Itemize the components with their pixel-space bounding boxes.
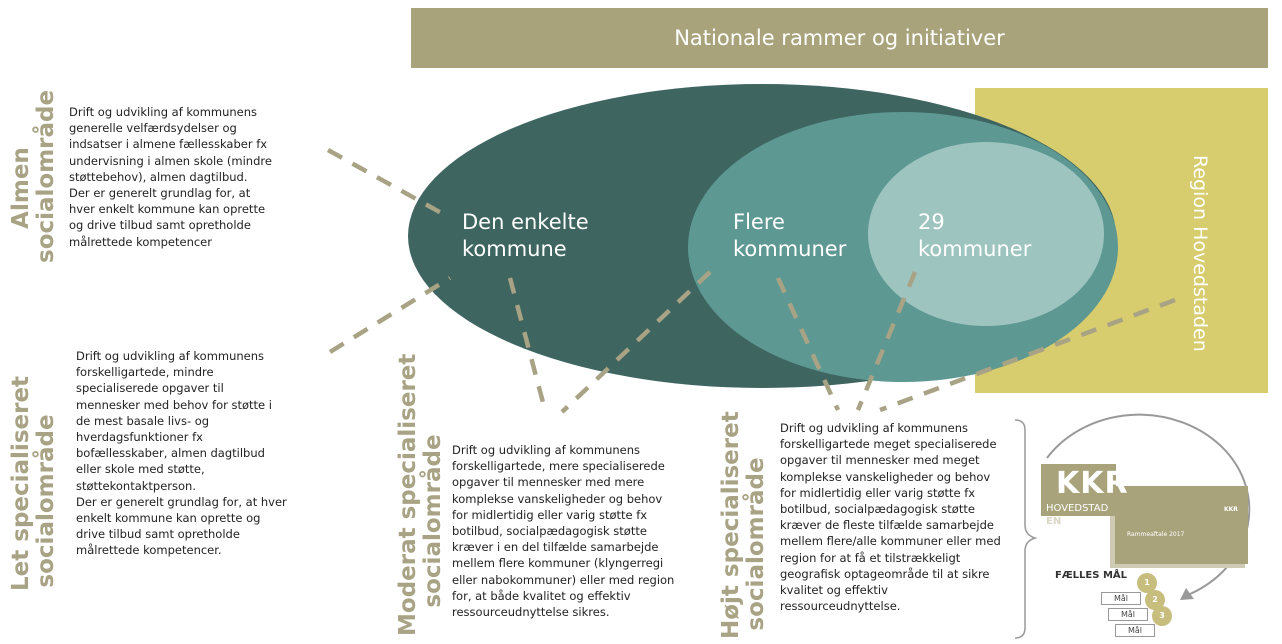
desc-moderat-line: for midlertidig eller varig støtte fx: [452, 507, 648, 522]
label-middle-line-2: kommuner: [733, 237, 847, 261]
bracket: [1014, 419, 1038, 639]
connector-let: [328, 276, 452, 354]
desc-hoejt: Drift og udvikling af kommunens forskell…: [780, 420, 1001, 614]
connector-moderat-right: [560, 270, 712, 414]
label-let: Let specialiseret socialområde: [8, 375, 59, 591]
kkr-logo-suffix: EN: [1046, 516, 1062, 527]
desc-let-line: Der er generelt grundlag for, at hver: [76, 494, 287, 509]
label-middle-line-1: Flere: [733, 210, 785, 234]
desc-hoejt-line: for midlertidig eller varig støtte fx: [780, 485, 976, 500]
label-almen-line-2: socialområde: [33, 89, 59, 263]
label-moderat-line-2: socialområde: [420, 434, 446, 608]
banner-title: Nationale rammer og initiativer: [674, 26, 1005, 50]
connector-moderat-left: [507, 277, 548, 411]
desc-hoejt-line: forskelligartede meget specialiserede: [780, 437, 997, 452]
maal-number-badge: 3: [1152, 606, 1172, 626]
label-den-enkelte-kommune: Den enkelte kommune: [462, 209, 589, 263]
kkr-logo-subtitle: HOVEDSTAD: [1046, 503, 1109, 514]
label-flere-kommuner: Flere kommuner: [733, 209, 846, 263]
desc-moderat-line: eller nabokommuner) eller med region: [452, 572, 675, 587]
desc-let-line: drive tilbud samt opretholde: [76, 527, 240, 542]
label-moderat: Moderat specialiseret socialområde: [395, 353, 446, 636]
desc-hoejt-line: opgaver til mennesker med meget: [780, 453, 980, 468]
label-hoejt: Højt specialiseret socialområde: [718, 411, 769, 639]
kkr-logo-box: [1041, 464, 1116, 516]
maal-number-badge: 2: [1145, 590, 1165, 610]
connector-almen: [326, 148, 447, 217]
desc-almen-line: undervisning i almen skole (mindre: [69, 153, 272, 168]
inner-ellipse: [868, 142, 1104, 326]
region-label: Region Hovedstaden: [1189, 155, 1211, 352]
label-hoejt-line-1: Højt specialiseret: [718, 411, 744, 639]
label-almen-line-1: Almen: [8, 147, 34, 229]
desc-almen: Drift og udvikling af kommunens generell…: [69, 104, 272, 250]
desc-hoejt-line: Drift og udvikling af kommunens: [780, 421, 969, 435]
desc-moderat-line: botilbud, socialpædagogisk støtte: [452, 524, 647, 539]
desc-almen-line: indsatser i almene fællesskaber fx: [69, 137, 268, 152]
desc-let-line: hverdagsfunktioner fx: [76, 430, 203, 445]
desc-almen-line: Drift og udvikling af kommunens: [69, 105, 258, 119]
desc-moderat-line: opgaver til mennesker med mere: [452, 475, 645, 490]
maal-number-badge: 1: [1137, 573, 1157, 593]
desc-almen-line: generelle velfærdsydelser og: [69, 121, 237, 136]
faelles-maal-label: FÆLLES MÅL: [1055, 570, 1128, 581]
label-inner-line-2: kommuner: [918, 237, 1032, 261]
desc-moderat-line: for, at både kvalitet og effektiv: [452, 588, 631, 603]
banner-national: Nationale rammer og initiativer: [411, 8, 1268, 68]
desc-hoejt-line: botilbud, socialpædagogisk støtte: [780, 502, 975, 517]
label-29-kommuner: 29 kommuner: [918, 209, 1031, 263]
desc-almen-line: målrettede kompetencer: [69, 234, 212, 249]
desc-let-line: støttekontaktperson.: [76, 478, 197, 493]
desc-moderat-line: kræver i en del tilfælde samarbejde: [452, 540, 659, 555]
desc-hoejt-line: geografisk optageområde til at sikre: [780, 566, 990, 581]
desc-moderat-line: komplekse vanskeligheder og behov: [452, 491, 663, 506]
desc-let-line: Drift og udvikling af kommunens: [76, 349, 265, 363]
desc-let-line: forskelligartede, mindre: [76, 365, 214, 380]
label-almen: Almen socialområde: [8, 89, 59, 263]
desc-let-line: specialiserede opgaver til: [76, 381, 224, 396]
desc-let-line: de mest basale livs- og: [76, 413, 210, 428]
kkr-doc-logo: KKR: [1224, 506, 1238, 513]
connector-hoejt-2: [855, 271, 918, 411]
label-moderat-line-1: Moderat specialiseret: [395, 353, 421, 636]
kkr-doc: [1115, 486, 1248, 564]
desc-let-line: eller skole med støtte,: [76, 462, 205, 477]
desc-hoejt-line: kræver de fleste tilfælde samarbejde: [780, 518, 994, 533]
connector-lines: [326, 148, 1176, 414]
desc-hoejt-line: ressourceudnyttelse.: [780, 599, 901, 614]
maal-card: Mål: [1115, 624, 1155, 637]
desc-hoejt-line: mellem flere/alle kommuner eller med: [780, 534, 1001, 549]
desc-almen-line: støttebehov), almen dagtilbud.: [69, 169, 248, 184]
connector-hoejt-1: [775, 277, 841, 411]
maal-card: Mål: [1108, 608, 1148, 621]
label-outer-line-1: Den enkelte: [462, 210, 589, 234]
desc-hoejt-line: region for at få et tilstrækkeligt: [780, 550, 961, 565]
desc-let-line: bofællesskaber, almen dagtilbud: [76, 446, 265, 461]
desc-let-line: målrettede kompetencer.: [76, 543, 222, 558]
desc-moderat-line: ressourceudnyttelse sikres.: [452, 605, 610, 620]
desc-hoejt-line: komplekse vanskeligheder og behov: [780, 469, 991, 484]
desc-let-line: enkelt kommune kan oprette og: [76, 511, 261, 526]
label-outer-line-2: kommune: [462, 237, 567, 261]
desc-almen-line: Der er generelt grundlag for, at: [69, 186, 251, 201]
desc-moderat-line: forskelligartede, mere specialiserede: [452, 459, 665, 474]
desc-almen-line: hver enkelt kommune kan oprette: [69, 202, 266, 217]
desc-moderat: Drift og udvikling af kommunens forskell…: [452, 442, 674, 620]
label-let-line-1: Let specialiseret: [8, 375, 34, 591]
desc-let-line: mennesker med behov for støtte i: [76, 397, 272, 412]
label-let-line-2: socialområde: [33, 414, 59, 588]
label-hoejt-line-2: socialområde: [743, 457, 769, 631]
kkr-logo-title: KKR: [1056, 466, 1129, 501]
kkr-doc-title: Rammeaftale 2017: [1127, 531, 1185, 538]
desc-almen-line: og drive tilbud samt opretholde: [69, 218, 251, 233]
maal-card: Mål: [1101, 592, 1141, 605]
desc-hoejt-line: kvalitet og effektiv: [780, 583, 888, 598]
label-inner-line-1: 29: [918, 210, 945, 234]
desc-moderat-line: mellem flere kommuner (klyngerregi: [452, 556, 664, 571]
desc-let: Drift og udvikling af kommunens forskell…: [76, 348, 287, 559]
desc-moderat-line: Drift og udvikling af kommunens: [452, 443, 641, 457]
connector-hoejt-3: [879, 297, 1176, 413]
